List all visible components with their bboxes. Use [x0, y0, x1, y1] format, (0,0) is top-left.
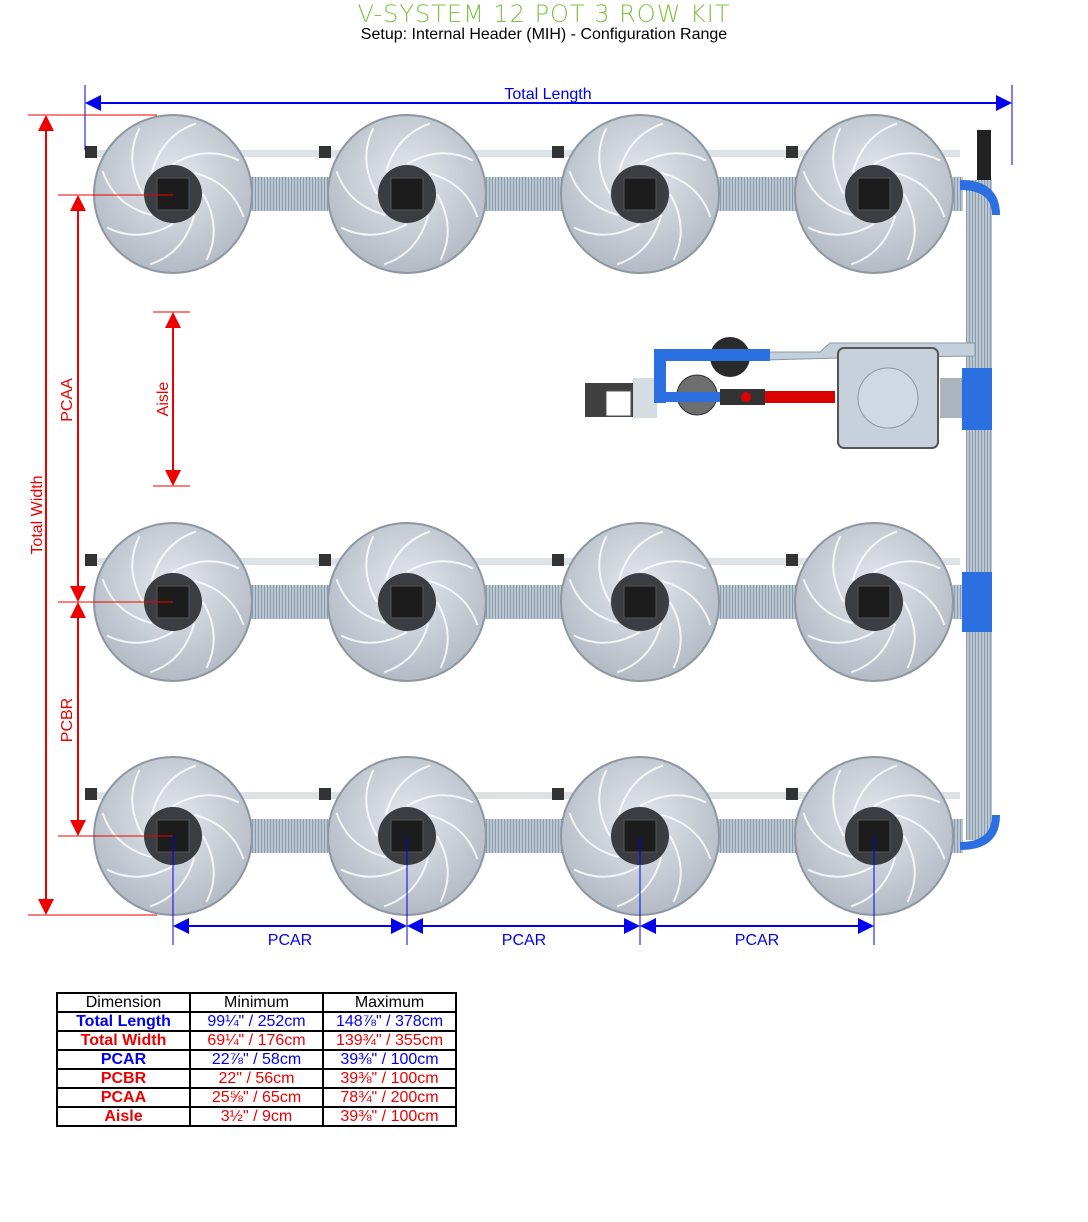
- drain-line: [90, 558, 960, 565]
- elbow-bottom: [960, 815, 1000, 850]
- pot: [786, 114, 954, 274]
- min-value: 25⅝" / 65cm: [189, 1087, 324, 1108]
- dimension-name: Aisle: [56, 1106, 191, 1127]
- dimensions: Total Length Total Width PCAA Aisle PCBR…: [28, 85, 1013, 949]
- dimension-name: Total Length: [56, 1011, 191, 1032]
- drip-fitting-icon: [85, 146, 97, 158]
- drip-fitting-icon: [85, 554, 97, 566]
- table-header-row: Dimension Minimum Maximum: [56, 992, 457, 1013]
- drain-line: [90, 792, 960, 799]
- return-pipe: [765, 391, 835, 403]
- dimension-name: PCBR: [56, 1068, 191, 1089]
- pcbr-label: PCBR: [59, 698, 76, 742]
- header-tee: [962, 368, 992, 430]
- min-value: 3½" / 9cm: [189, 1106, 324, 1127]
- max-value: 139¾" / 355cm: [322, 1030, 457, 1051]
- aisle-label: Aisle: [155, 382, 172, 417]
- drip-fitting-icon: [552, 554, 564, 566]
- dimension-name: PCAR: [56, 1049, 191, 1070]
- pcar-label-1: PCAR: [268, 932, 312, 949]
- pcaa-label: PCAA: [59, 378, 76, 422]
- dimension-name: PCAA: [56, 1087, 191, 1108]
- total-length-label: Total Length: [504, 86, 591, 103]
- drain-line: [90, 150, 960, 157]
- pots: [85, 114, 954, 916]
- system-diagram: Total Length Total Width PCAA Aisle PCBR…: [28, 85, 1013, 949]
- drip-fitting-icon: [786, 146, 798, 158]
- pot: [319, 114, 487, 274]
- min-value: 69¼" / 176cm: [189, 1030, 324, 1051]
- pot: [85, 114, 253, 274]
- header-cell: Dimension: [56, 992, 191, 1013]
- main-header-pipe: [966, 180, 992, 840]
- drip-fitting-icon: [319, 554, 331, 566]
- min-value: 99¼" / 252cm: [189, 1011, 324, 1032]
- min-value: 22" / 56cm: [189, 1068, 324, 1089]
- elbow-top: [960, 180, 1000, 215]
- max-value: 39⅜" / 100cm: [322, 1068, 457, 1089]
- pot: [319, 756, 487, 916]
- header-valve: [977, 130, 991, 180]
- max-value: 39⅜" / 100cm: [322, 1106, 457, 1127]
- page-subtitle: Setup: Internal Header (MIH) - Configura…: [360, 26, 728, 43]
- header-cell: Maximum: [322, 992, 457, 1013]
- pcar-label-2: PCAR: [502, 932, 546, 949]
- pot: [552, 114, 720, 274]
- drip-fitting-icon: [319, 146, 331, 158]
- min-value: 22⅞" / 58cm: [189, 1049, 324, 1070]
- max-value: 78¾" / 200cm: [322, 1087, 457, 1108]
- total-width-label: Total Width: [29, 475, 46, 554]
- max-value: 39⅜" / 100cm: [322, 1049, 457, 1070]
- drip-fitting-icon: [85, 788, 97, 800]
- drip-fitting-icon: [552, 146, 564, 158]
- drip-fitting-icon: [319, 788, 331, 800]
- drip-fitting-icon: [786, 554, 798, 566]
- page-title: V-SYSTEM 12 POT 3 ROW KIT: [357, 0, 731, 28]
- pot: [319, 522, 487, 682]
- pcar-label-3: PCAR: [735, 932, 779, 949]
- valve-icon: [741, 392, 751, 402]
- header-tee: [962, 572, 992, 632]
- pot: [552, 756, 720, 916]
- max-value: 148⅞" / 378cm: [322, 1011, 457, 1032]
- dimension-name: Total Width: [56, 1030, 191, 1051]
- drip-fitting-icon: [786, 788, 798, 800]
- pot: [786, 522, 954, 682]
- header-cell: Minimum: [189, 992, 324, 1013]
- reservoir-assembly: [585, 337, 992, 449]
- drip-fitting-icon: [552, 788, 564, 800]
- pot: [552, 522, 720, 682]
- pot: [786, 756, 954, 916]
